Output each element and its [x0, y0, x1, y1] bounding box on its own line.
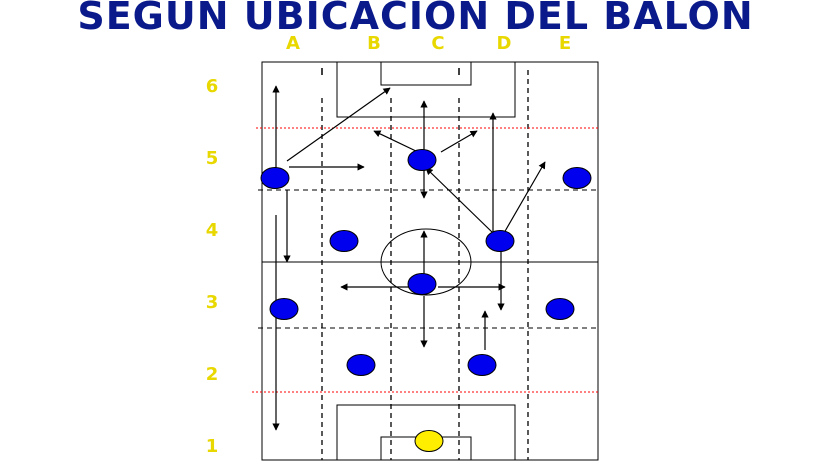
pitch-outline — [261, 61, 599, 461]
row-dividers — [258, 189, 598, 329]
center-circle — [380, 228, 472, 296]
page-title: SEGÚN UBICACIÓN DEL BALÓN — [77, 0, 754, 38]
row-label-4: 4 — [205, 220, 219, 241]
top-goal-area — [380, 61, 472, 86]
column-label-b: B — [367, 33, 381, 54]
row-label-6: 6 — [205, 76, 219, 97]
column-label-e: E — [558, 33, 572, 54]
player-b4 — [329, 230, 359, 252]
player-a3 — [269, 298, 299, 320]
column-dividers — [321, 70, 529, 460]
player-a5 — [260, 167, 290, 189]
column-label-d: D — [496, 33, 512, 54]
player-c3 — [407, 273, 437, 295]
column-label-a: A — [286, 33, 300, 54]
players — [260, 149, 592, 376]
red-zone-lines — [252, 127, 598, 393]
row-label-3: 3 — [205, 292, 219, 313]
ball-icon — [414, 430, 444, 452]
row-label-1: 1 — [205, 436, 219, 457]
player-c5 — [407, 149, 437, 171]
column-label-c: C — [431, 33, 445, 54]
player-d2 — [467, 354, 497, 376]
top-penalty-area — [336, 61, 516, 118]
row-label-2: 2 — [205, 364, 219, 385]
player-d4 — [485, 230, 515, 252]
player-b2 — [346, 354, 376, 376]
player-e3 — [545, 298, 575, 320]
player-e5 — [562, 167, 592, 189]
movement-arrows — [272, 85, 546, 431]
row-label-5: 5 — [205, 148, 219, 169]
